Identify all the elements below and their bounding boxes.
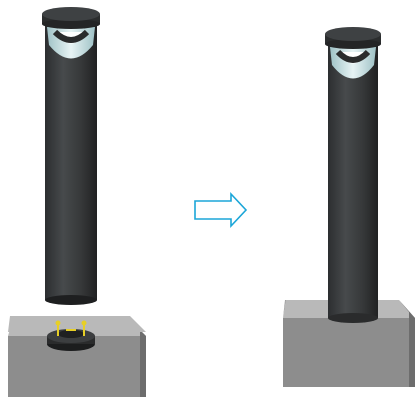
- top-cap: [42, 7, 100, 29]
- top-cap: [325, 27, 381, 49]
- concrete-base: [8, 316, 146, 397]
- right-arrow-icon: [195, 194, 246, 226]
- base-front: [283, 318, 415, 387]
- bollard-post: [328, 42, 378, 323]
- bollard-post: [45, 22, 97, 305]
- mounting-flange: [47, 329, 95, 351]
- panel-before: [8, 7, 146, 397]
- panel-after: [283, 27, 415, 387]
